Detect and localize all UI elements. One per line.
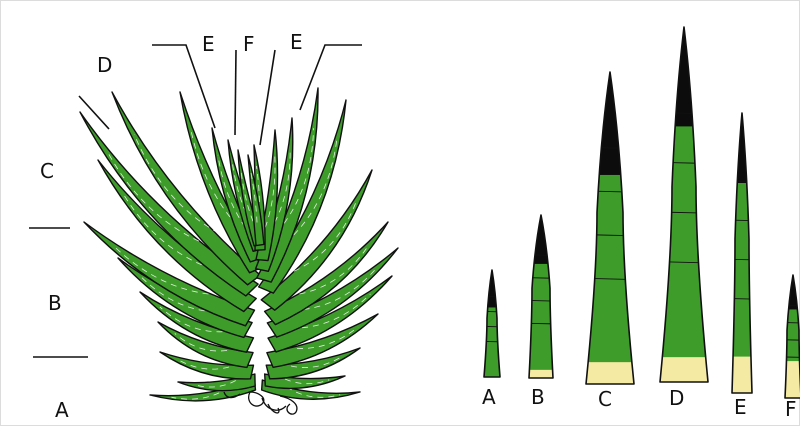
plant-label-e-right: E [290,32,303,52]
plant-label-f: F [243,34,255,54]
leaf-label-f: F [785,399,797,419]
leaf-pale-base [702,357,782,395]
plant-label-a: A [55,400,69,420]
plant-rosette [80,88,398,401]
detached-leaves [452,25,800,400]
plant-label-c: C [40,161,54,181]
leaf-dark-tip [501,213,581,264]
leaf-label-d: D [669,388,684,408]
detached-leaf [644,25,724,384]
leaf-label-c: C [598,389,612,409]
detached-leaf [501,213,581,380]
detached-leaf [570,70,650,386]
detached-leaf [702,111,782,395]
zone-divider-cd [79,96,109,129]
leader-line-f-left [235,50,236,135]
detached-leaf [753,273,800,400]
leaf-label-b: B [531,387,545,407]
plant-label-b: B [48,293,62,313]
leaf-pale-base [570,362,650,386]
leaf-pale-base [644,357,724,384]
leader-line-e-left [152,45,215,128]
plant-label-e-left: E [202,34,215,54]
plant-label-d: D [97,55,112,75]
leaf-dark-tip [644,25,724,126]
leaf-label-a: A [482,387,496,407]
detached-leaf [452,268,532,377]
leader-line-f-right [260,50,275,145]
leaf-label-e: E [734,397,747,417]
leader-line-e-right [300,45,362,110]
leaf-dark-tip [570,70,650,175]
leaf-pale-base [753,361,800,400]
